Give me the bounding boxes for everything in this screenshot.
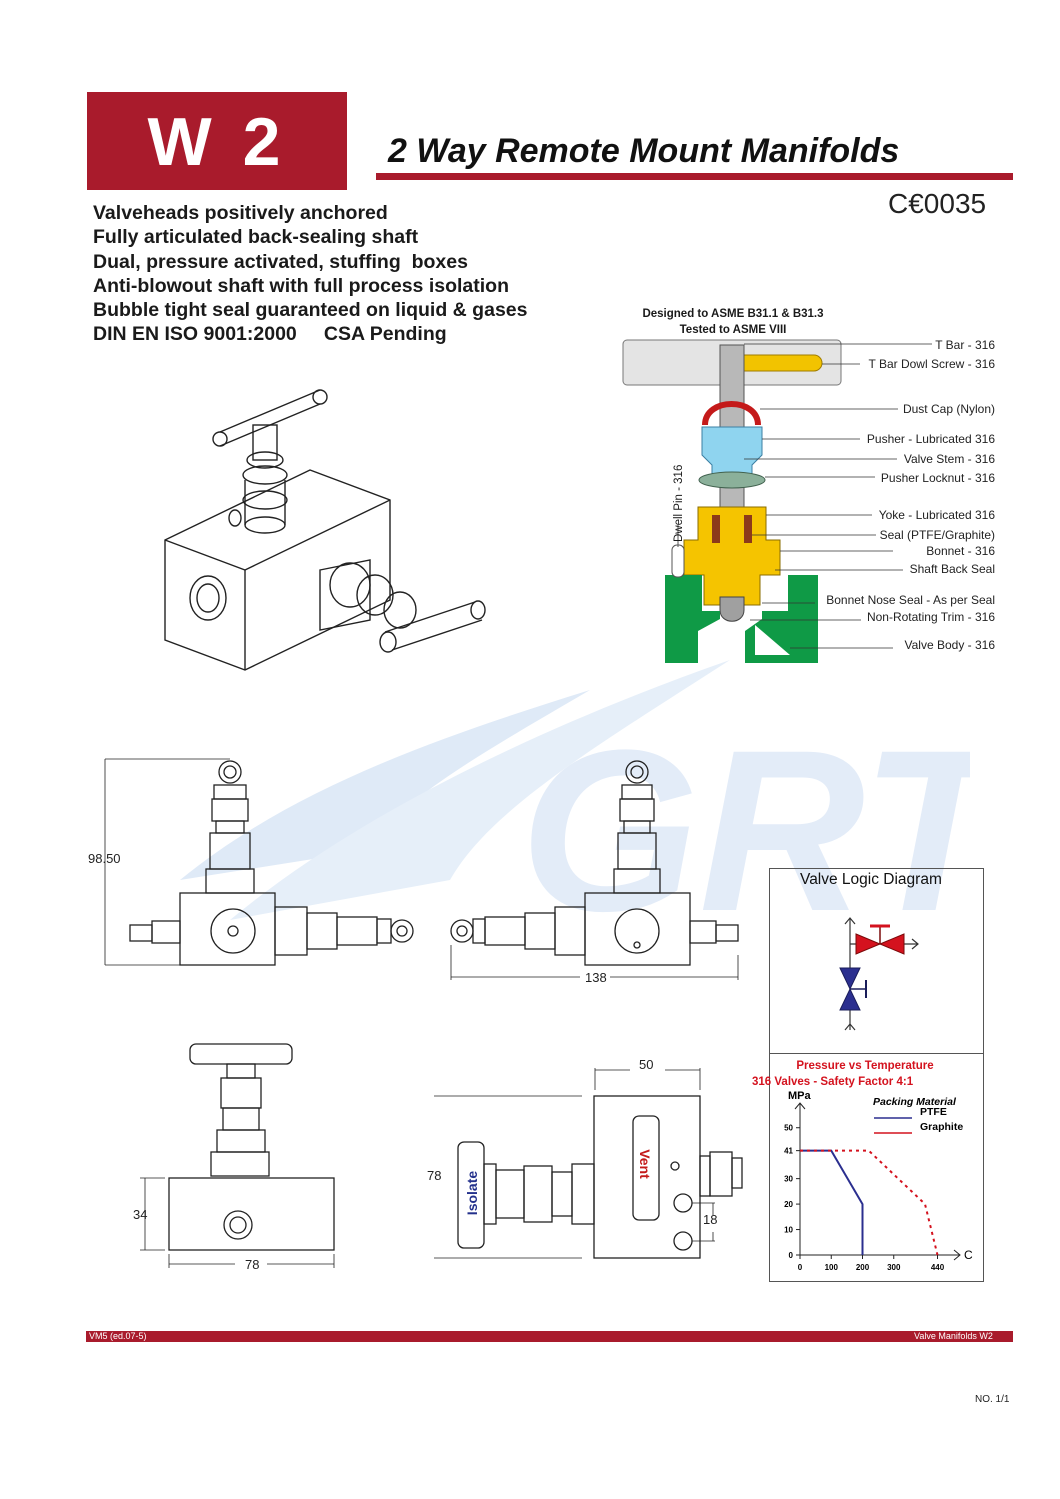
part-label: Yoke - Lubricated 316 bbox=[878, 508, 995, 522]
part-label: Seal (PTFE/Graphite) bbox=[879, 528, 995, 542]
legend-label: Graphite bbox=[920, 1121, 963, 1133]
vent-label: Vent bbox=[637, 1149, 653, 1179]
product-code-badge bbox=[87, 92, 347, 190]
x-tick-label: 0 bbox=[798, 1263, 803, 1272]
dimension-height-front: 98.50 bbox=[88, 851, 121, 866]
dimension-height-side: 34 bbox=[133, 1207, 148, 1222]
part-label: Pusher Locknut - 316 bbox=[880, 471, 995, 485]
part-label: T Bar - 316 bbox=[935, 338, 995, 352]
page-number: NO. 1/1 bbox=[975, 1394, 1010, 1405]
ce-mark: C€0035 bbox=[888, 188, 987, 219]
part-label: Dust Cap (Nylon) bbox=[902, 402, 995, 416]
part-label: Non-Rotating Trim - 316 bbox=[866, 610, 995, 624]
dwell-pin-label-wrap: Dwell Pin - 316 bbox=[672, 455, 686, 545]
footer-bar bbox=[86, 1331, 1013, 1342]
front-view-drawing bbox=[104, 758, 414, 966]
y-tick-label: 0 bbox=[789, 1251, 794, 1260]
y-tick-label: 10 bbox=[784, 1226, 793, 1235]
side-view-drawing bbox=[140, 1043, 335, 1268]
x-tick-label: 440 bbox=[931, 1263, 945, 1272]
y-tick-label: 20 bbox=[784, 1200, 793, 1209]
part-label: Bonnet Nose Seal - As per Seal bbox=[826, 593, 995, 607]
watermark-text: GRT bbox=[520, 702, 970, 959]
valve-logic-title: Valve Logic Diagram bbox=[800, 871, 942, 888]
page-title: 2 Way Remote Mount Manifolds bbox=[388, 132, 900, 170]
dwell-pin-label: Dwell Pin - 316 bbox=[673, 464, 685, 542]
dimension-port-offset: 18 bbox=[703, 1212, 718, 1227]
product-code: W 2 bbox=[147, 104, 287, 180]
x-axis-arrow bbox=[953, 1249, 961, 1261]
feature-list: Valveheads positively anchored Fully art… bbox=[93, 201, 527, 347]
part-label: Pusher - Lubricated 316 bbox=[866, 432, 995, 446]
test-standard-line: Tested to ASME VIII bbox=[679, 324, 787, 336]
rear-view-drawing bbox=[450, 760, 739, 980]
panel-divider bbox=[770, 1053, 983, 1054]
series-line-ptfe bbox=[800, 1149, 864, 1255]
series-line-graphite bbox=[800, 1149, 939, 1256]
part-label: Valve Body - 316 bbox=[904, 638, 996, 652]
footer-section-title: Valve Manifolds W2 bbox=[914, 1331, 993, 1341]
design-standard: Designed to ASME B31.1 & B31.3 Tested to… bbox=[628, 306, 838, 338]
feature-item: Bubble tight seal guaranteed on liquid &… bbox=[93, 299, 528, 322]
y-tick-label: 50 bbox=[784, 1124, 793, 1133]
top-view-drawing bbox=[434, 1068, 743, 1259]
x-tick-label: 100 bbox=[825, 1263, 839, 1272]
valve-logic-panel bbox=[769, 868, 984, 1282]
title-underline bbox=[376, 173, 1013, 180]
x-axis-label: C bbox=[964, 1248, 973, 1262]
feature-item: Valveheads positively anchored bbox=[93, 202, 388, 224]
isometric-manifold-drawing bbox=[164, 389, 486, 671]
edition-code: VM5 (ed.07-5) bbox=[89, 1331, 147, 1341]
part-label: Bonnet - 316 bbox=[926, 544, 995, 558]
pt-chart-subtitle: 316 Valves - Safety Factor 4:1 bbox=[752, 1076, 914, 1088]
part-label: Shaft Back Seal bbox=[909, 562, 995, 576]
dimension-width-side: 78 bbox=[245, 1257, 260, 1272]
feature-item: Dual, pressure activated, stuffing boxes bbox=[93, 250, 468, 273]
grt-watermark: GRT bbox=[180, 660, 970, 959]
feature-item: Anti-blowout shaft with full process iso… bbox=[93, 274, 509, 297]
vent-label-wrap: Vent bbox=[620, 1149, 670, 1179]
x-tick-label: 200 bbox=[856, 1263, 870, 1272]
y-axis-arrow bbox=[794, 1102, 806, 1110]
dimension-width-top: 50 bbox=[639, 1057, 654, 1072]
valve-logic-symbol bbox=[839, 917, 919, 1031]
part-label: Valve Stem - 316 bbox=[903, 452, 995, 466]
legend-title: Packing Material bbox=[873, 1096, 957, 1108]
part-label: T Bar Dowl Screw - 316 bbox=[868, 357, 996, 371]
isolate-label-wrap: Isolate bbox=[440, 1171, 504, 1215]
y-tick-label: 41 bbox=[784, 1147, 793, 1156]
isolate-label: Isolate bbox=[464, 1170, 480, 1216]
design-standard-line: Designed to ASME B31.1 & B31.3 bbox=[642, 308, 824, 320]
valve-cutaway-diagram bbox=[622, 339, 932, 663]
dimension-length: 138 bbox=[585, 970, 607, 985]
pt-chart-title: Pressure vs Temperature bbox=[796, 1060, 934, 1072]
x-tick-label: 300 bbox=[887, 1263, 901, 1272]
y-tick-label: 30 bbox=[784, 1175, 793, 1184]
feature-item: DIN EN ISO 9001:2000 CSA Pending bbox=[93, 323, 447, 346]
y-axis-label: MPa bbox=[788, 1090, 812, 1102]
feature-item: Fully articulated back-sealing shaft bbox=[93, 226, 419, 249]
legend-label: PTFE bbox=[920, 1106, 947, 1118]
dimension-height-top: 78 bbox=[427, 1168, 442, 1183]
